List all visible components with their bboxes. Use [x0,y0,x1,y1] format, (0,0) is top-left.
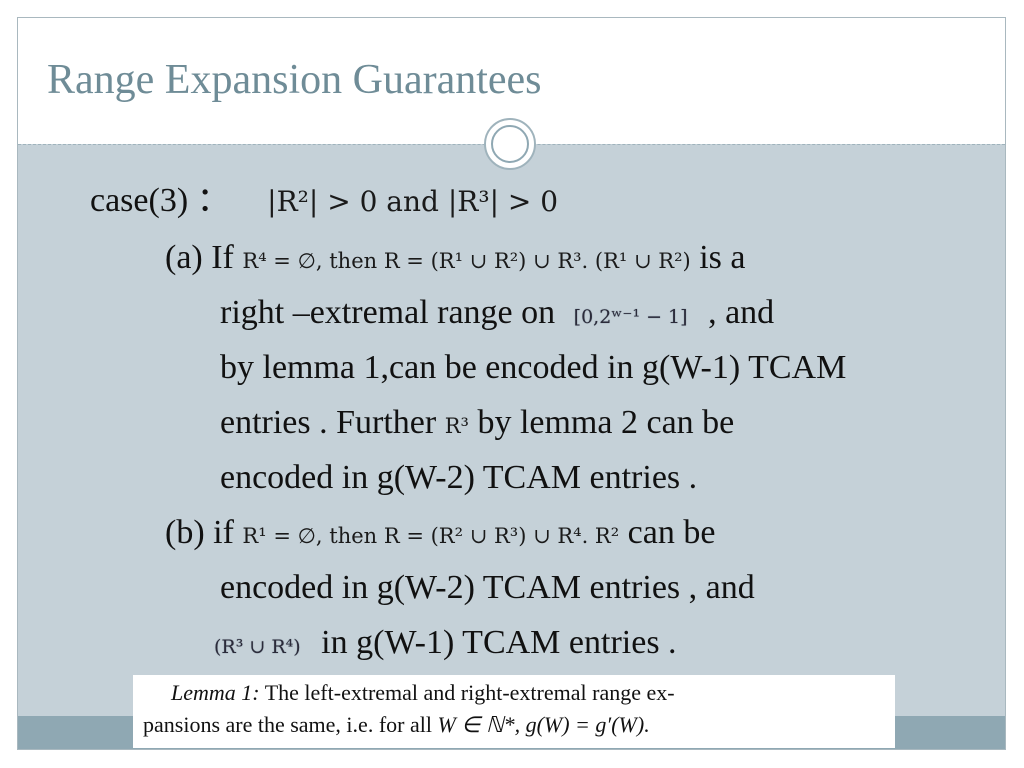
item-a-line4-start: entries . Further [220,404,437,441]
item-a-suffix: is a [699,239,746,276]
divider-circle-ornament [484,118,536,170]
item-b-line3-math: (R³ ∪ R⁴) [214,636,301,658]
case-label: case(3) ： [90,182,231,219]
lemma-line2: pansions are the same, i.e. for all W ∈ … [143,709,885,741]
lemma-box: Lemma 1: The left-extremal and right-ext… [133,675,895,748]
case-line: case(3) ： |R²| > 0 and |R³| > 0 [90,181,558,222]
item-b-condition: R¹ = ∅ [242,524,316,548]
item-a-line2: right –extremal range on [0,2ʷ⁻¹ − 1] , … [220,293,774,337]
lemma-line2-start: pansions are the same, i.e. for all [143,712,432,737]
item-a-line4: entries . Further R³ by lemma 2 can be [220,403,734,446]
item-b-line3-end: in g(W-1) TCAM entries . [321,624,677,661]
item-b-suffix: can be [627,514,716,551]
item-a-prefix: (a) If [165,239,234,276]
item-a-line4-end: by lemma 2 can be [477,404,735,441]
item-b-expression: (R² ∪ R³) ∪ R⁴. R² [430,524,620,548]
item-a-then: , then R = [315,249,431,273]
item-b-line3: (R³ ∪ R⁴) in g(W-1) TCAM entries . [214,623,677,667]
item-a-condition: R⁴ = ∅ [242,249,316,273]
case-condition: |R²| > 0 and |R³| > 0 [267,185,559,218]
item-a-line5: encoded in g(W-2) TCAM entries . [220,459,698,496]
item-a-expression: (R¹ ∪ R²) ∪ R³. (R¹ ∪ R²) [430,249,691,273]
content-area [18,144,1005,717]
lemma-line1-rest: The left-extremal and right-extremal ran… [264,680,675,705]
item-a-line2-range: [0,2ʷ⁻¹ − 1] [573,306,688,328]
item-b-line1: (b) if R¹ = ∅, then R = (R² ∪ R³) ∪ R⁴. … [165,513,715,556]
item-a-line3: by lemma 1,can be encoded in g(W-1) TCAM [220,349,847,386]
lemma-line1: Lemma 1: The left-extremal and right-ext… [143,677,885,709]
item-a-line1: (a) If R⁴ = ∅, then R = (R¹ ∪ R²) ∪ R³. … [165,238,745,281]
item-b-line2: encoded in g(W-2) TCAM entries , and [220,569,755,606]
lemma-line2-math: W ∈ ℕ*, g(W) = g′(W). [437,712,650,737]
item-a-line2-text: right –extremal range on [220,294,556,331]
item-b-prefix: (b) if [165,514,234,551]
item-a-line2-end: , and [708,294,775,331]
item-a-line4-math: R³ [444,414,469,438]
lemma-lead: Lemma 1: [171,680,260,705]
item-b-then: , then R = [315,524,431,548]
slide-title: Range Expansion Guarantees [47,57,542,103]
